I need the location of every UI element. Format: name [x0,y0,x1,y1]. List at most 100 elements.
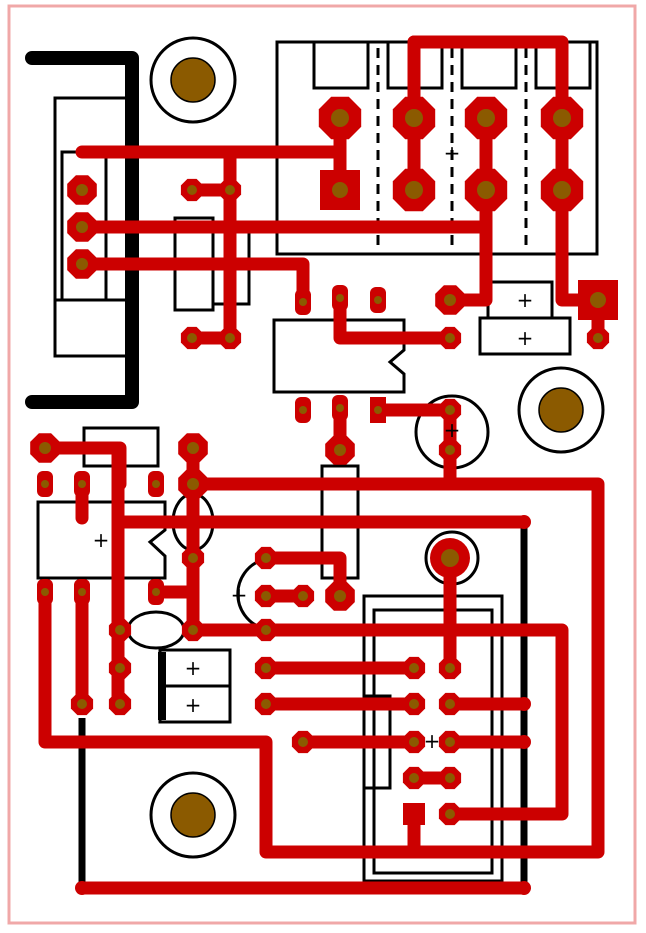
pad-drill [187,442,199,454]
mount-hole-ring-top [149,36,237,124]
solder-pad [464,96,508,140]
pad-drill [187,478,199,490]
pad-drill [332,182,348,198]
pad-drill [445,737,455,747]
solder-pad [180,326,204,350]
solder-pad [74,579,90,605]
pad-drill [115,625,125,635]
pad-drill [298,737,308,747]
solder-pad [75,881,89,895]
solder-pad [438,802,462,826]
pad-drill [445,773,455,783]
solder-pad [178,433,208,463]
copper-trace [38,441,605,859]
plus-label-c1: + [517,288,534,312]
solder-pad [392,96,436,140]
pad-drill [445,809,455,819]
solder-pad [108,656,132,680]
capacitor-c4-outline [236,558,263,630]
copper-trace [75,257,310,309]
solder-pad [325,435,355,465]
pad-drill [78,480,86,488]
solder-pad [586,326,610,350]
solder-pad [254,584,278,608]
solder-pad [254,692,278,716]
pads-layer [30,96,618,895]
terminal-slot-1 [312,40,370,90]
pad-drill [409,773,419,783]
pad-drill [445,699,455,709]
solder-pad [67,212,97,242]
solder-pad [438,766,462,790]
copper-trace [186,477,569,821]
solder-pad [108,618,132,642]
solder-pad [295,397,311,423]
terminal-slot-3 [460,40,518,90]
mount-hole-drill [170,792,216,838]
solder-pad [438,326,462,350]
pad-drill [187,333,197,343]
pad-drill [336,294,344,302]
pad-drill [445,663,455,673]
solder-pad [438,398,462,422]
solder-pad [67,175,97,205]
pad-drill [477,181,495,199]
pad-drill [152,480,160,488]
pad-drill [405,109,423,127]
pad-drill [590,292,606,308]
pad-drill [409,699,419,709]
pad-drill [298,591,308,601]
mount-drills [170,57,584,838]
pad-drill [78,588,86,596]
pad-drill [188,553,198,563]
pad-drill [445,445,455,455]
solder-pad [517,515,531,529]
pad-drill [152,588,160,596]
solder-pad [148,471,164,497]
pad-drill [336,404,344,412]
pad-drill [115,663,125,673]
pad-drill [331,109,349,127]
pad-drill [41,588,49,596]
pad-drill [299,406,307,414]
pad-drill [225,333,235,343]
solder-pad [332,395,348,421]
ic2-outline [36,500,167,580]
pad-copper [75,881,89,895]
pad-drill [445,405,455,415]
solder-pad [403,803,425,825]
pad-drill [187,185,197,195]
plus-label-terminal: + [444,141,461,165]
solder-pad [370,397,386,423]
pad-copper [403,803,425,825]
solder-pad [320,170,360,210]
pad-drill [334,444,346,456]
pad-copper [517,515,531,529]
solder-pad [67,249,97,279]
pad-drill [553,109,571,127]
plus-label-c5: + [185,656,202,680]
pad-drill [405,181,423,199]
plus-label-c2: + [517,326,534,350]
pad-drill [76,184,88,196]
solder-pad [181,546,205,570]
plus-label-ic3: + [424,729,441,753]
ic1-outline [272,318,406,394]
pad-drill [76,221,88,233]
solder-pad [517,881,531,895]
pad-drill [445,333,455,343]
pad-drill [374,406,382,414]
solder-pad [438,656,462,680]
polarity-labels: + + + + + + + + + [93,141,534,753]
solder-pad [332,285,348,311]
solder-pad [254,546,278,570]
pad-drill [441,549,459,567]
pad-drill [334,590,346,602]
solder-pad [392,168,436,212]
solder-pad [218,178,242,202]
solder-pad [180,178,204,202]
solder-pad [435,285,465,315]
pad-drill [261,663,271,673]
board-edge [7,4,637,925]
pad-drill [261,591,271,601]
